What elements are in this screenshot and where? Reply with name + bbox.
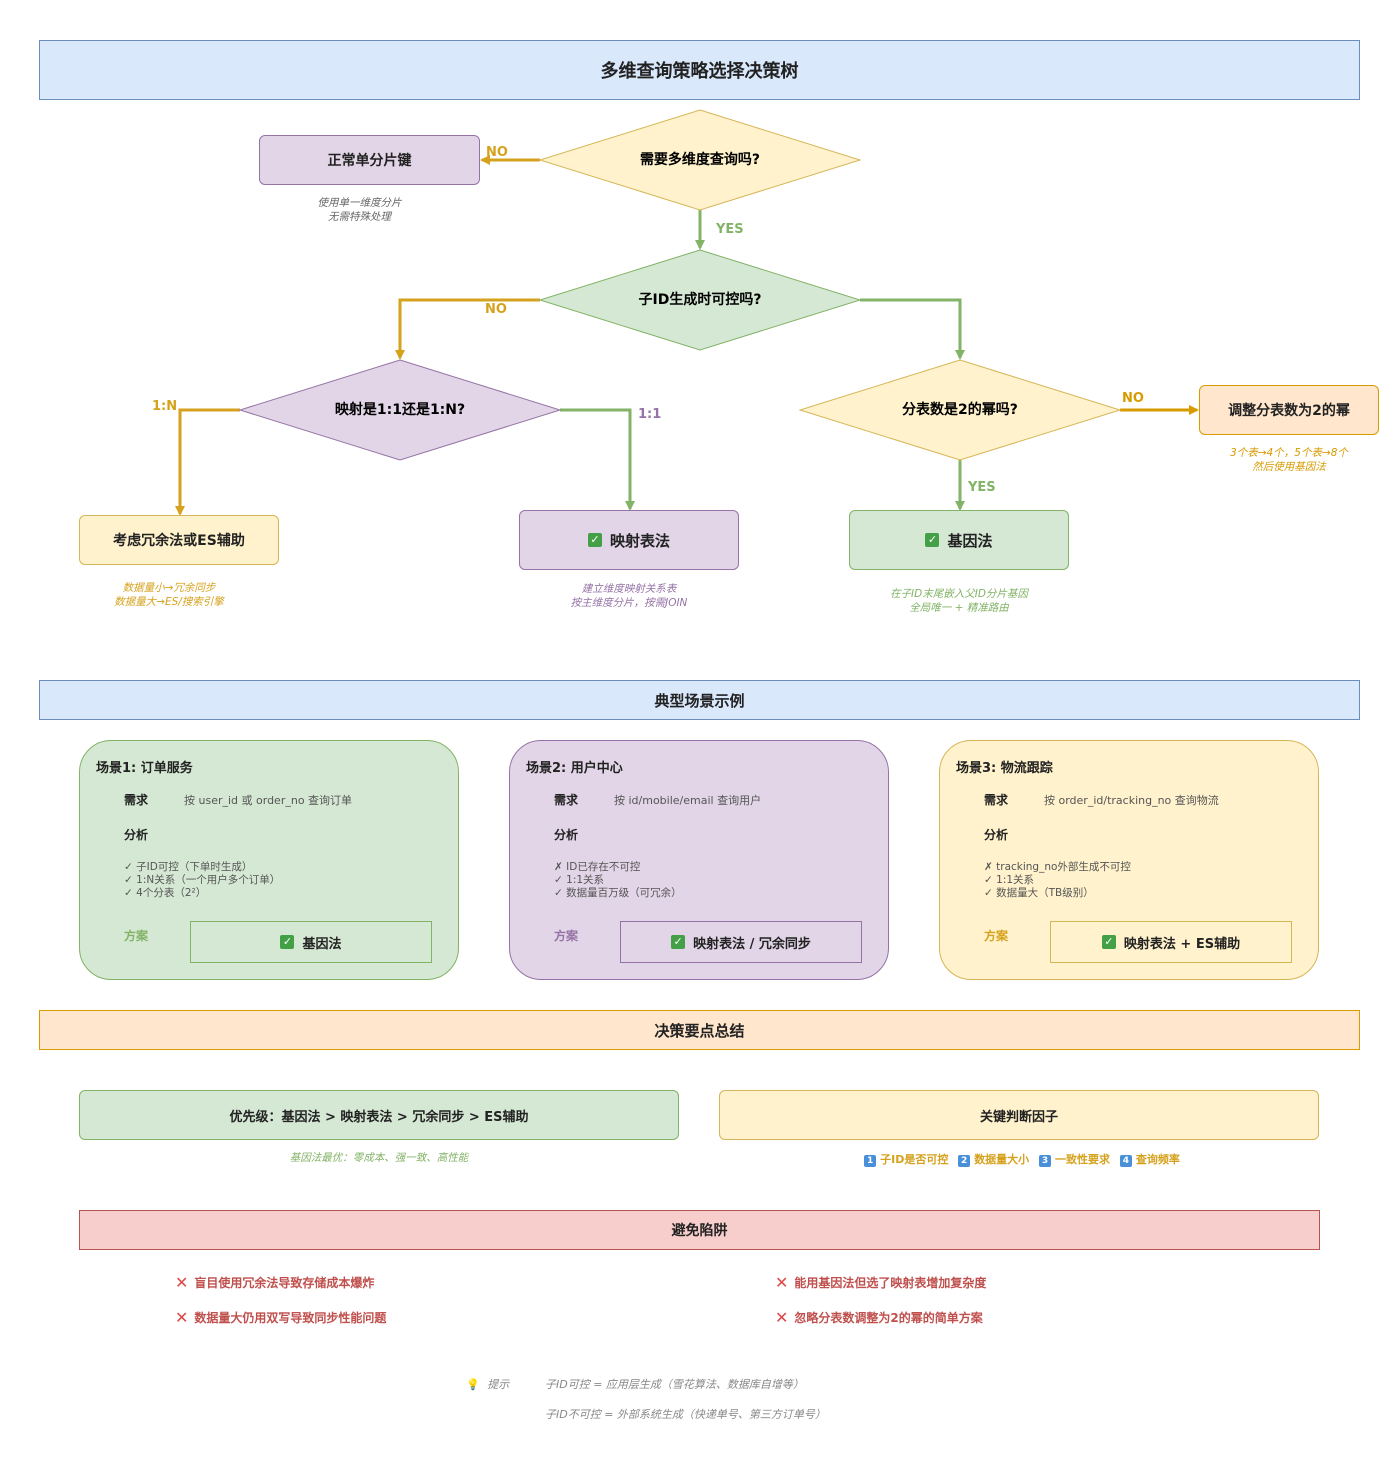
- analysis-list: ✗ tracking_no外部生成不可控 ✓ 1:1关系 ✓ 数据量大（TB级别…: [984, 861, 1131, 899]
- scenario-title: 场景1: 订单服务: [96, 761, 193, 776]
- priority-label: 优先级：基因法 > 映射表法 > 冗余同步 > ES辅助: [229, 1109, 529, 1125]
- summary-title: 决策要点总结: [654, 1021, 745, 1040]
- outcome-adjust-note: 3个表→4个，5个表→8个 然后使用基因法: [1230, 447, 1348, 473]
- edge-label-d3-1n: 1:N: [152, 399, 177, 414]
- pitfalls-title: 避免陷阱: [671, 1223, 728, 1239]
- analysis-label: 分析: [554, 828, 579, 842]
- decision-mapping-type: [238, 359, 562, 461]
- edge-d2-yes: [860, 298, 965, 360]
- requirement-text: 按 id/mobile/email 查询用户: [614, 794, 762, 807]
- outcome-adjust-tables: 调整分表数为2的幂: [1199, 385, 1379, 435]
- decision-multi-dim-label: 需要多维度查询吗?: [640, 151, 760, 168]
- tip-line: 子ID可控 = 应用层生成（雪花算法、数据库自增等）: [545, 1378, 804, 1391]
- plan-label: 方案: [554, 929, 579, 943]
- plan-label: 方案: [124, 929, 149, 943]
- edge-label-d3-11: 1:1: [638, 407, 661, 422]
- outcome-normal-shard-key: 正常单分片键: [259, 135, 480, 185]
- key-factors-label: 关键判断因子: [979, 1109, 1058, 1125]
- page-title: 多维查询策略选择决策树: [600, 61, 799, 82]
- plan-box: ✓ 映射表法 / 冗余同步: [620, 921, 862, 963]
- requirement-text: 按 order_id/tracking_no 查询物流: [1044, 794, 1219, 807]
- number-3-icon: 3: [1039, 1155, 1052, 1167]
- check-icon: ✓: [280, 935, 295, 949]
- plan-text: 映射表法 / 冗余同步: [693, 936, 811, 952]
- analysis-label: 分析: [984, 828, 1009, 842]
- outcome-gene-method: ✓ 基因法: [849, 510, 1069, 570]
- check-icon: ✓: [587, 533, 602, 547]
- plan-text: 基因法: [302, 936, 342, 952]
- scenario-card-order: 场景1: 订单服务 需求 按 user_id 或 order_no 查询订单 分…: [79, 740, 459, 980]
- check-icon: ✓: [1101, 935, 1116, 949]
- plan-text: 映射表法 + ES辅助: [1123, 936, 1241, 952]
- outcome-gene-label: 基因法: [947, 531, 993, 550]
- decision-power-of-two: [798, 359, 1122, 461]
- outcome-adjust-label: 调整分表数为2的幂: [1228, 403, 1350, 419]
- outcome-mapping-note: 建立维度映射关系表 按主维度分片，按需JOIN: [570, 583, 688, 609]
- scenarios-title: 典型场景示例: [654, 691, 745, 710]
- decision-tree-diagram: 需要多维度查询吗? 子ID生成时可控吗? 映射是1:1还是1:N? 分表数是2的…: [152, 109, 1199, 516]
- requirement-text: 按 user_id 或 order_no 查询订单: [184, 794, 353, 807]
- edge-label-d2-no: NO: [485, 302, 507, 317]
- scenario-title: 场景2: 用户中心: [526, 761, 623, 776]
- number-2-icon: 2: [958, 1155, 971, 1167]
- check-icon: ✓: [671, 935, 686, 949]
- lightbulb-icon: 💡: [466, 1378, 480, 1391]
- cross-icon: ✕: [775, 1308, 789, 1327]
- scenario-title: 场景3: 物流跟踪: [956, 761, 1053, 776]
- edge-d2-no: [395, 298, 540, 360]
- scenarios-banner: 典型场景示例: [39, 680, 1360, 720]
- tip-line: 子ID不可控 = 外部系统生成（快递单号、第三方订单号）: [545, 1408, 826, 1421]
- outcome-normal-note: 使用单一维度分片 无需特殊处理: [317, 197, 402, 223]
- decision-id-controllable: [538, 249, 862, 351]
- decision-power-of-two-label: 分表数是2的幂吗?: [902, 401, 1018, 418]
- edge-label-d4-yes: YES: [967, 480, 996, 495]
- decision-multi-dim: [538, 109, 862, 211]
- tip-label: 💡 提示: [466, 1378, 510, 1391]
- title-banner: 多维查询策略选择决策树: [39, 40, 1360, 100]
- cross-icon: ✕: [775, 1273, 789, 1292]
- requirement-label: 需求: [554, 793, 579, 807]
- edge-d3-1n: [175, 408, 240, 516]
- pitfall-item: ✕ 盲目使用冗余法导致存储成本爆炸: [175, 1273, 375, 1292]
- edge-d3-11: [560, 408, 635, 511]
- pitfall-item: ✕ 数据量大仍用双写导致同步性能问题: [175, 1308, 387, 1327]
- priority-note: 基因法最优：零成本、强一致、高性能: [289, 1152, 469, 1164]
- summary-banner: 决策要点总结: [39, 1010, 1360, 1050]
- check-icon: ✓: [925, 533, 940, 547]
- requirement-label: 需求: [984, 793, 1009, 807]
- outcome-redundant-note: 数据量小→冗余同步 数据量大→ES/搜索引擎: [114, 582, 224, 608]
- cross-icon: ✕: [175, 1273, 189, 1292]
- cross-icon: ✕: [175, 1308, 189, 1327]
- decision-mapping-type-label: 映射是1:1还是1:N?: [335, 401, 465, 418]
- plan-label: 方案: [984, 929, 1009, 943]
- number-4-icon: 4: [1119, 1155, 1132, 1167]
- outcome-mapping-table: ✓ 映射表法: [519, 510, 739, 570]
- scenario-card-user: 场景2: 用户中心 需求 按 id/mobile/email 查询用户 分析 ✗…: [509, 740, 889, 980]
- analysis-label: 分析: [124, 828, 149, 842]
- number-1-icon: 1: [864, 1155, 877, 1167]
- priority-box: 优先级：基因法 > 映射表法 > 冗余同步 > ES辅助: [79, 1090, 679, 1140]
- plan-box: ✓ 映射表法 + ES辅助: [1050, 921, 1292, 963]
- pitfalls-banner: 避免陷阱: [79, 1210, 1320, 1250]
- requirement-label: 需求: [124, 793, 149, 807]
- outcome-normal-label: 正常单分片键: [327, 153, 412, 169]
- pitfall-item: ✕ 忽略分表数调整为2的幂的简单方案: [775, 1308, 983, 1327]
- plan-box: ✓ 基因法: [190, 921, 432, 963]
- outcome-gene-note: 在子ID末尾嵌入父ID分片基因 全局唯一 + 精准路由: [890, 588, 1028, 614]
- outcome-redundant-or-es: 考虑冗余法或ES辅助: [79, 515, 279, 565]
- decision-id-controllable-label: 子ID生成时可控吗?: [639, 291, 762, 308]
- analysis-list: ✗ ID已存在不可控 ✓ 1:1关系 ✓ 数据量百万级（可冗余）: [554, 861, 682, 899]
- analysis-list: ✓ 子ID可控（下单时生成） ✓ 1:N关系（一个用户多个订单） ✓ 4个分表（…: [124, 861, 281, 899]
- outcome-mapping-label: 映射表法: [609, 531, 670, 550]
- key-factors-box: 关键判断因子: [719, 1090, 1319, 1140]
- edge-label-d1-yes: YES: [715, 222, 744, 237]
- outcome-redundant-label: 考虑冗余法或ES辅助: [113, 533, 245, 549]
- edge-label-d4-no: NO: [1122, 391, 1144, 406]
- edge-label-d1-no: NO: [486, 145, 508, 160]
- pitfall-item: ✕ 能用基因法但选了映射表增加复杂度: [775, 1273, 987, 1292]
- scenario-card-logistics: 场景3: 物流跟踪 需求 按 order_id/tracking_no 查询物流…: [939, 740, 1319, 980]
